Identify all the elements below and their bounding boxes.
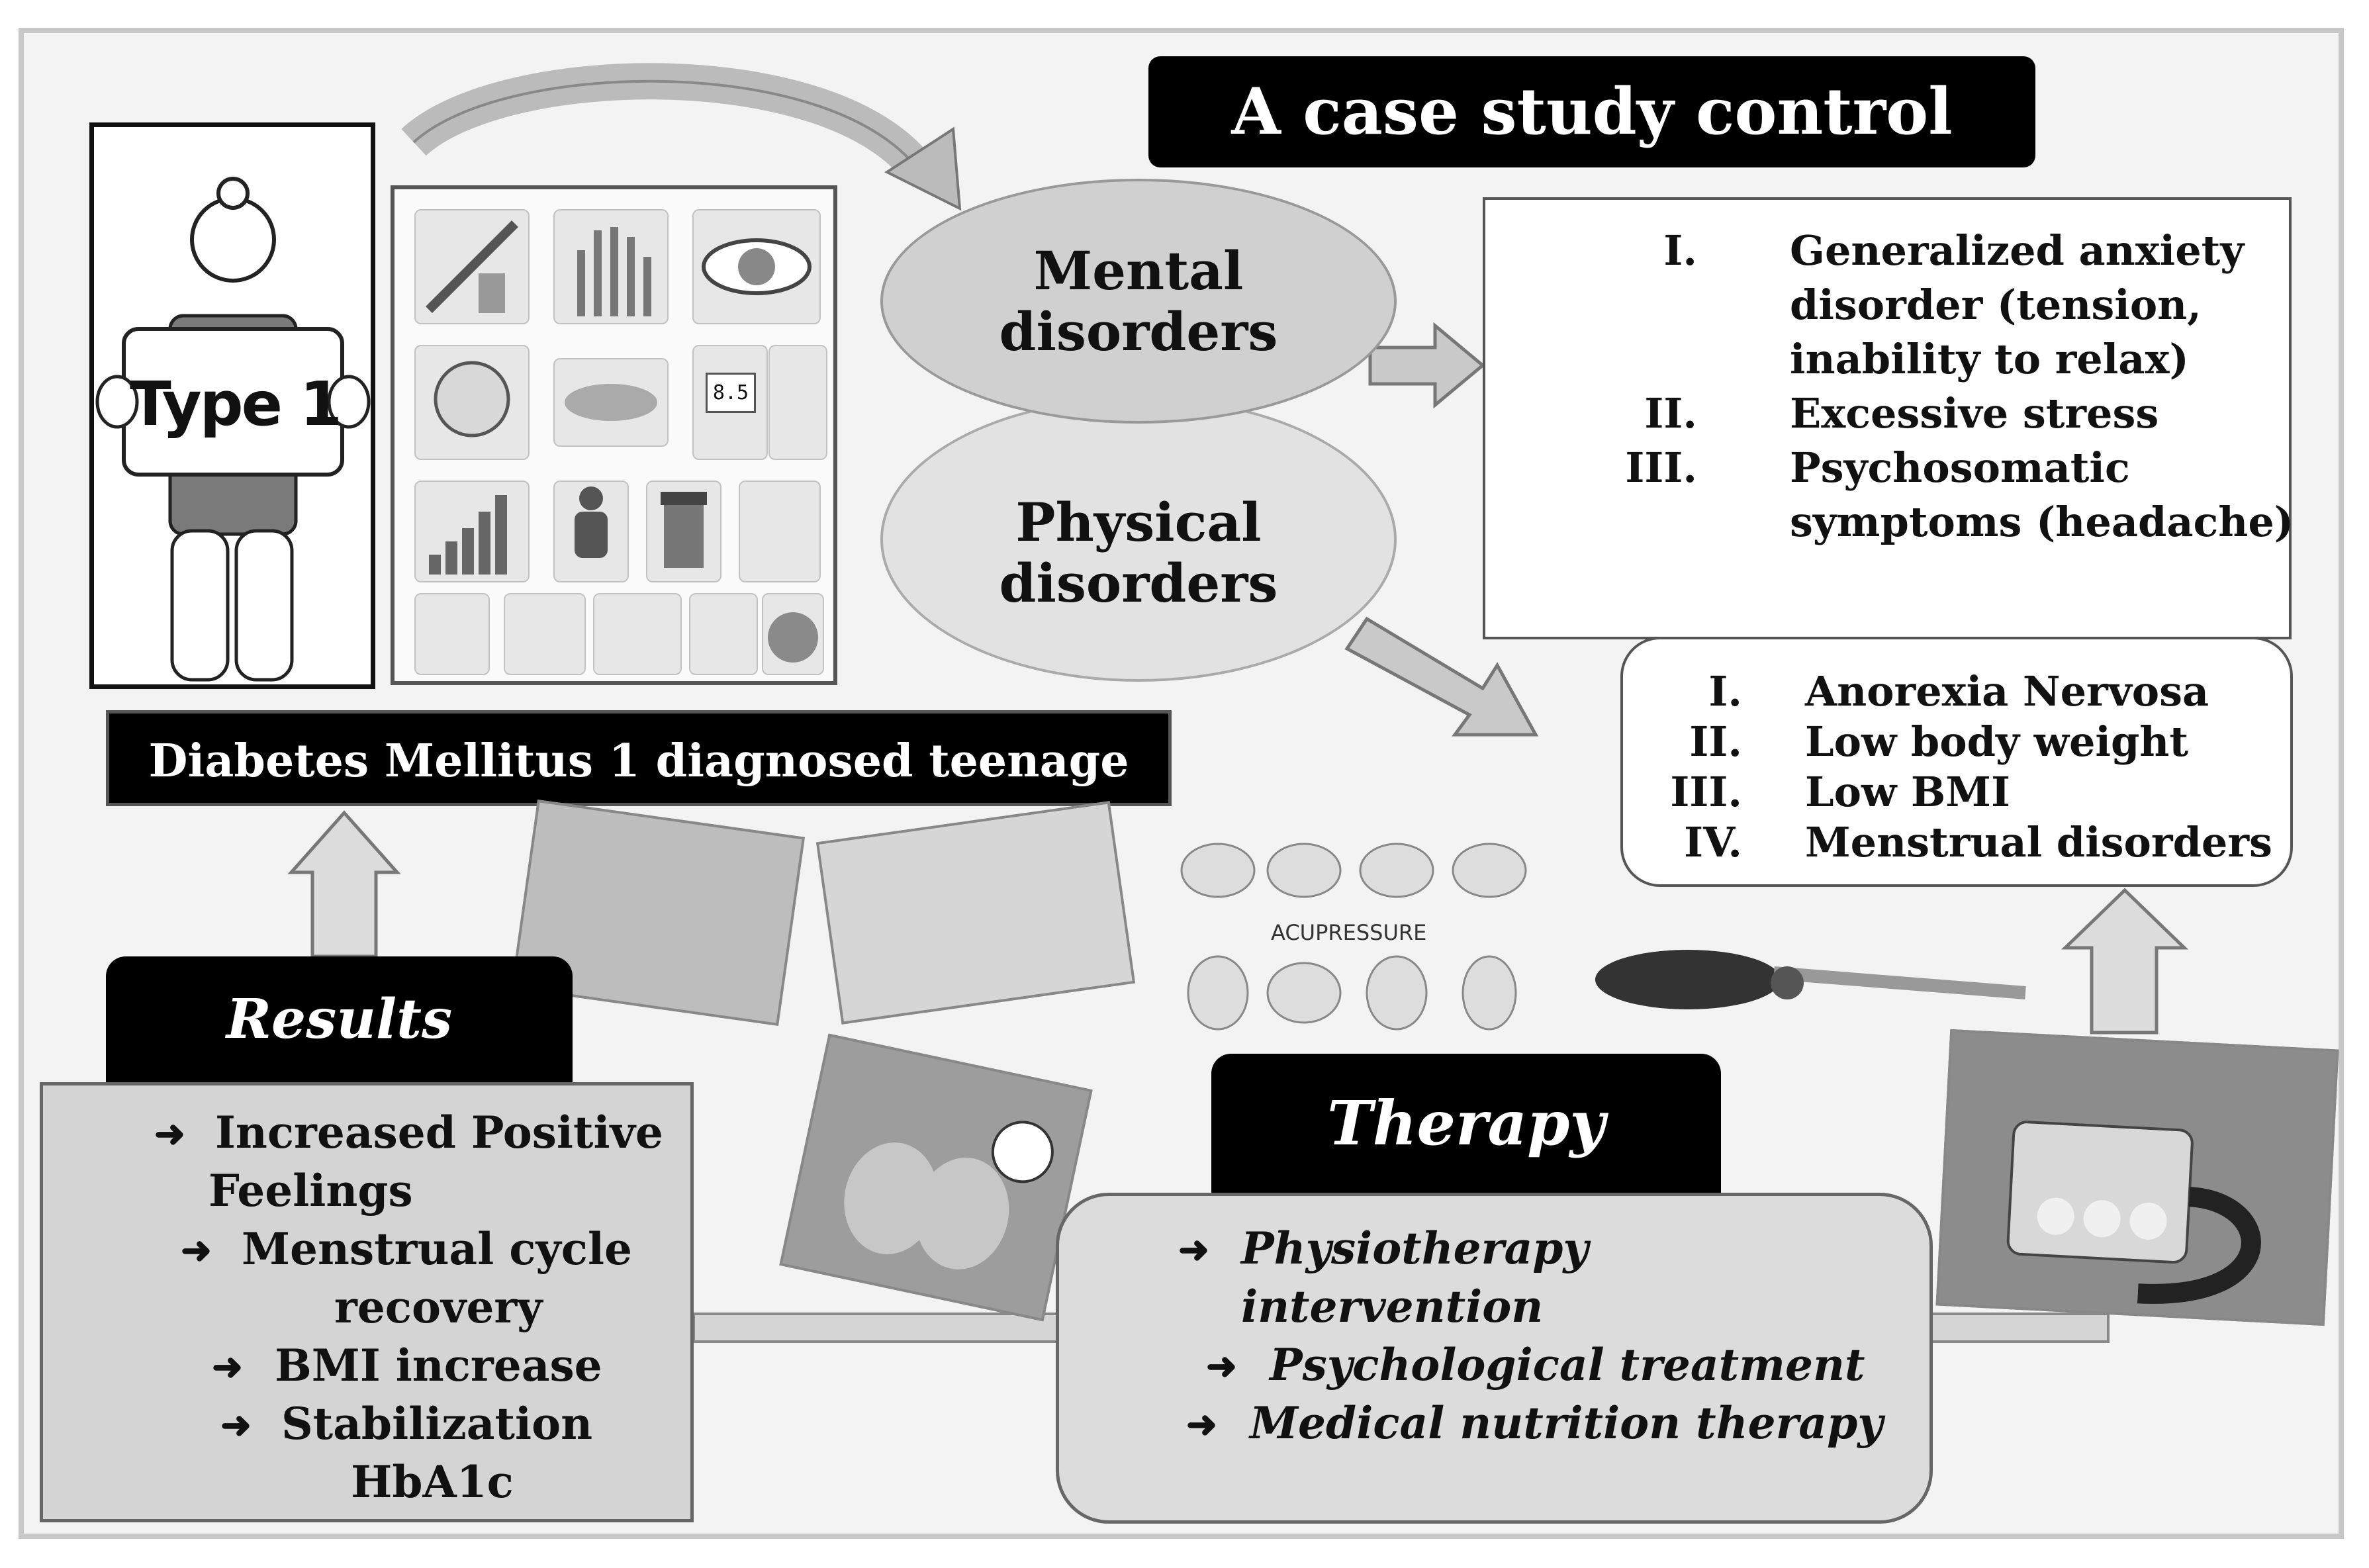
glucometer-icon: 8.5	[692, 345, 768, 460]
results-title: Results	[106, 956, 573, 1089]
acupressure-illustration: ACUPRESSURE	[1172, 837, 1556, 1036]
insulin-pen-icon	[768, 345, 827, 460]
physical-item-num: IV.	[1684, 818, 1742, 866]
head-icon	[414, 345, 530, 460]
results-therapy-connector	[692, 1313, 1066, 1343]
therapy-title: Therapy	[1211, 1054, 1721, 1199]
down-arrow-bullet-icon: ➜	[1186, 1403, 1217, 1446]
physical-item-text: Low BMI	[1805, 768, 2010, 816]
spirometer-device	[2006, 1121, 2261, 1304]
pancreas-icon	[553, 358, 669, 447]
down-arrow-bullet-icon: ➜	[220, 1403, 252, 1447]
down-arrow-bullet-icon: ➜	[1206, 1344, 1237, 1388]
results-box: ➜ Increased Positive Feelings ➜ Menstrua…	[40, 1082, 694, 1522]
therapy-item: intervention	[1241, 1281, 1544, 1332]
mental-item-text: disorder (tension,	[1790, 281, 2202, 329]
page-title: A case study control	[1148, 56, 2035, 167]
glucometer-reading: 8.5	[706, 373, 756, 413]
mental-disorders-list: I. Generalized anxiety disorder (tension…	[1483, 197, 2294, 639]
mental-item-num: III.	[1625, 443, 1697, 492]
lungs-icon	[844, 1121, 1054, 1269]
man-icon	[689, 593, 758, 675]
physical-item-num: II.	[1689, 717, 1742, 766]
perfume-icon	[414, 593, 490, 675]
physical-item-text: Low body weight	[1805, 717, 2189, 766]
pill-bottle-icon	[646, 481, 721, 582]
result-item: HbA1c	[351, 1456, 514, 1508]
physical-label-line2: disorders	[999, 552, 1278, 614]
diagnosis-label: Diabetes Mellitus 1 diagnosed teenage	[106, 710, 1172, 806]
curved-arrow-edge	[412, 79, 921, 173]
result-item: Feelings	[209, 1165, 413, 1217]
down-arrow-bullet-icon: ➜	[154, 1112, 185, 1156]
physical-item-text: Anorexia Nervosa	[1805, 667, 2209, 715]
eye-icon	[692, 209, 821, 324]
physical-item-text: Menstrual disorders	[1805, 818, 2272, 866]
physical-label-line1: Physical	[1015, 491, 1262, 553]
hands-icon	[553, 209, 669, 324]
type1-figure: Type 1	[89, 122, 375, 689]
person-icon	[553, 481, 629, 582]
curved-arrow-head	[884, 126, 962, 211]
mental-label-line1: Mental	[1033, 240, 1244, 302]
result-item: Menstrual cycle	[242, 1223, 633, 1275]
mental-item-text: Excessive stress	[1790, 389, 2159, 438]
arrow-mental-list	[1368, 322, 1485, 409]
physical-item-num: III.	[1670, 768, 1742, 816]
therapy-item: Psychological treatment	[1270, 1339, 1865, 1391]
syringe-icon	[414, 209, 530, 324]
therapy-item: Physiotherapy	[1241, 1222, 1589, 1274]
spirometer-image	[1935, 1029, 2339, 1326]
mental-item-text: Generalized anxiety	[1790, 226, 2245, 275]
mental-item-num: I.	[1663, 226, 1697, 275]
apple-icon	[762, 593, 824, 675]
result-item: Increased Positive	[215, 1107, 663, 1158]
bar-graph-icon	[414, 481, 530, 582]
curved-arrow	[401, 63, 935, 183]
person-illustration	[95, 177, 371, 682]
result-item: BMI increase	[275, 1340, 602, 1391]
down-arrow-bullet-icon: ➜	[212, 1345, 243, 1389]
mental-item-text: inability to relax)	[1790, 335, 2189, 383]
type1-label: Type 1	[129, 369, 342, 439]
woman-glasses-icon	[504, 593, 586, 675]
lungs-cartoon-image	[779, 1033, 1093, 1322]
result-item: Stabilization	[281, 1398, 593, 1450]
mental-disorders-ellipse: Mental disorders	[880, 179, 1397, 424]
mental-item-num: II.	[1644, 389, 1697, 438]
acupressure-label: ACUPRESSURE	[1271, 920, 1427, 945]
scale-icon	[593, 593, 682, 675]
mental-label-line2: disorders	[999, 300, 1278, 363]
mental-item-text: Psychosomatic	[1790, 443, 2130, 492]
up-arrow-diagnosis	[287, 810, 401, 958]
physical-item-num: I.	[1708, 667, 1742, 715]
mental-item-text: symptoms (headache)	[1790, 498, 2294, 546]
acupressure-hands	[1180, 843, 1527, 1031]
therapy-right-connector	[1928, 1313, 2110, 1343]
physical-disorders-ellipse: Physical disorders	[880, 397, 1397, 682]
diabetes-icon-panel: 8.5	[391, 185, 837, 685]
up-arrow-right	[2061, 888, 2189, 1035]
down-arrow-bullet-icon: ➜	[1178, 1228, 1209, 1271]
therapy-item: Medical nutrition therapy	[1250, 1397, 1883, 1449]
arrow-physical-list	[1344, 616, 1539, 737]
result-item: recovery	[334, 1281, 543, 1333]
down-arrow-bullet-icon: ➜	[181, 1228, 212, 1272]
yoga-pose-image	[1595, 950, 2026, 1009]
drink-glass-icon	[739, 481, 821, 582]
therapy-box: ➜ Physiotherapy intervention ➜ Psycholog…	[1056, 1193, 1933, 1524]
physical-disorders-list: I. Anorexia Nervosa II. Low body weight …	[1620, 637, 2293, 887]
